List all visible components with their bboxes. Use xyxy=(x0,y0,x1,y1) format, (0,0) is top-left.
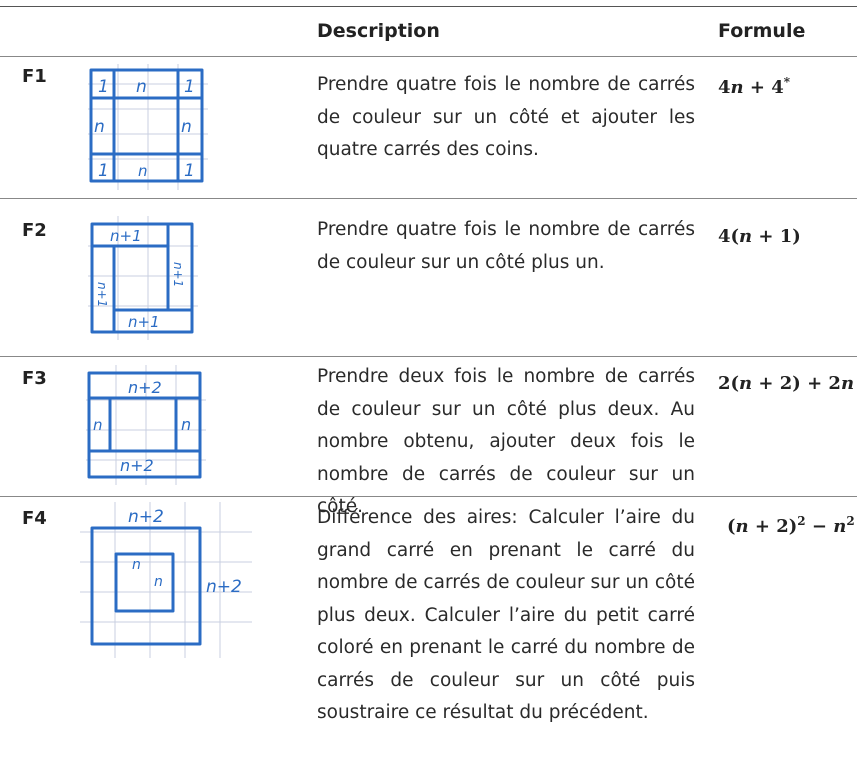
sketch-label: n xyxy=(93,416,103,434)
sketch-label: n+1 xyxy=(95,282,109,307)
header-rule xyxy=(0,56,857,57)
row-description: Différence des aires: Calculer l’aire du… xyxy=(317,507,695,723)
sketch-label: n xyxy=(181,415,191,434)
sketch-f1: 1 n 1 n n 1 n 1 xyxy=(88,64,208,190)
sketch-label: n xyxy=(132,557,141,573)
row-formula: (n + 2)2 − n2 xyxy=(727,514,855,537)
row-rule xyxy=(0,356,857,357)
sketch-label: 1 xyxy=(98,161,109,181)
sketch-label: n xyxy=(136,77,147,97)
row-id: F1 xyxy=(22,66,47,87)
sketch-label: n xyxy=(154,574,163,590)
row-rule xyxy=(0,198,857,199)
sketch-label: n+1 xyxy=(128,313,160,331)
sketch-label: 1 xyxy=(98,77,109,97)
sketch-label: 1 xyxy=(184,77,195,97)
sketch-label: n+2 xyxy=(120,456,154,475)
sketch-label: n+2 xyxy=(206,577,242,597)
row-id: F4 xyxy=(22,508,47,529)
sketch-f4: n+2 n n n+2 xyxy=(80,502,252,658)
sketch-f3: n+2 n n n+2 xyxy=(86,365,206,485)
row-rule xyxy=(0,496,857,497)
sketch-label: n+2 xyxy=(128,378,162,397)
sketch-label: n xyxy=(181,117,192,137)
sketch-label: n+1 xyxy=(110,227,142,245)
sketch-label: n+2 xyxy=(128,507,164,527)
row-id: F3 xyxy=(22,368,47,389)
top-rule xyxy=(0,6,857,7)
row-id: F2 xyxy=(22,220,47,241)
row-formula: 4(n + 1) xyxy=(718,226,801,247)
row-description: Prendre quatre fois le nombre de carrés … xyxy=(317,74,695,160)
sketch-label: n xyxy=(138,162,148,180)
header-formula: Formule xyxy=(718,20,806,42)
row-description: Prendre deux fois le nombre de carrés de… xyxy=(317,366,695,517)
sketch-f2: n+1 n+1 n+1 n+1 xyxy=(88,216,198,340)
row-formula: 2(n + 2) + 2n xyxy=(718,373,855,394)
sketch-label: 1 xyxy=(184,161,195,181)
row-description: Prendre quatre fois le nombre de carrés … xyxy=(317,219,695,273)
header-description: Description xyxy=(317,20,440,42)
sketch-label: n xyxy=(94,117,105,137)
sketch-label: n+1 xyxy=(171,262,185,287)
row-formula: 4n + 4* xyxy=(718,75,791,98)
